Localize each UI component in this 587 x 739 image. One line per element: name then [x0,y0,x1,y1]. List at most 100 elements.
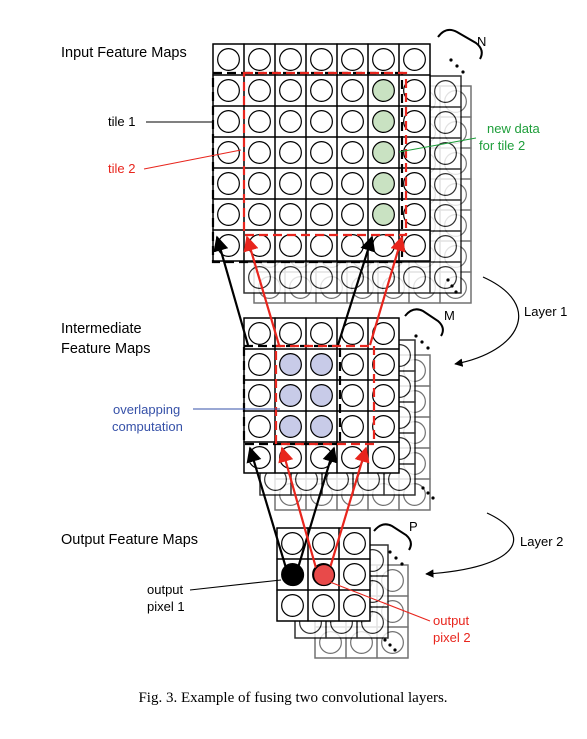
label-output-pixel-1a: output [147,582,184,597]
neuron-circle [403,203,426,226]
neuron-circle [434,235,457,258]
ellipsis-dot [414,334,418,338]
arrow-tile1-left [213,235,250,346]
label-overlap-1: overlapping [113,402,180,417]
neuron-circle [281,594,304,617]
neuron-circle [248,172,271,195]
brace-M [404,308,444,337]
neuron-circle [434,266,457,289]
neuron-circle [341,110,364,133]
label-output-pixel-2a: output [433,613,470,628]
neuron-circle [248,353,271,376]
neuron-circle [279,234,302,257]
neuron-circle [372,234,395,257]
arrow-tile1-right [336,235,376,346]
neuron-circle [279,322,302,345]
intermediate-map-front [243,317,400,474]
arrow-px1-left [246,446,288,569]
neuron-circle [341,48,364,71]
figure-caption: Fig. 3. Example of fusing two convolutio… [138,690,447,706]
neuron-circle [341,353,364,376]
label-new-data-2: for tile 2 [479,138,525,153]
grid-cell [356,606,389,639]
label-tile-2: tile 2 [108,161,135,176]
ellipsis-dot [426,346,430,350]
output-pixel-2 [312,563,336,587]
neuron-circle [434,204,457,227]
grid-cell [338,589,371,622]
ellipsis-dot [400,562,404,566]
ellipsis-dot [393,648,397,652]
neuron-circle [403,234,426,257]
neuron-circle [310,353,333,376]
brace-N [437,28,483,60]
neuron-circle [372,384,395,407]
neuron-circle [372,415,395,438]
output-feature-maps-stack [276,527,409,659]
label-intermediate-1: Intermediate [61,321,142,337]
neuron-circle [279,415,302,438]
neuron-circle [279,79,302,102]
label-input-feature-maps: Input Feature Maps [61,45,187,61]
neuron-circle [403,79,426,102]
neuron-circle [341,384,364,407]
neuron-circle [248,141,271,164]
ellipsis-dot [450,284,454,288]
label-overlap-2: computation [112,419,183,434]
neuron-circle [217,48,240,71]
neuron-circle [310,203,333,226]
neuron-circle [248,415,271,438]
output-pixel-1 [281,563,305,587]
neuron-circle [341,234,364,257]
ellipsis-dot [449,58,453,62]
neuron-circle [248,48,271,71]
neuron-circle [343,594,366,617]
neuron-circle [310,79,333,102]
ellipsis-dot [431,496,435,500]
ellipsis-dot [420,340,424,344]
label-tile-1: tile 1 [108,114,135,129]
ellipsis-dot [383,638,387,642]
grid-cell [429,261,462,294]
dependency-arrows [213,235,406,569]
neuron-circle [403,172,426,195]
neuron-circle [279,110,302,133]
neuron-circle [341,203,364,226]
neuron-circle [279,384,302,407]
neuron-circle [434,111,457,134]
ellipsis-dot [388,643,392,647]
neuron-circle [310,322,333,345]
neuron-circle [248,384,271,407]
label-output-pixel-2b: pixel 2 [433,630,471,645]
neuron-circle [248,322,271,345]
ellipsis-dot [455,64,459,68]
neuron-circle [310,172,333,195]
neuron-circle [372,353,395,376]
tile-1-box [211,71,404,264]
neuron-circle [372,172,395,195]
leader-output-pixel-2 [329,581,431,622]
neuron-circle [434,80,457,103]
neuron-circle [217,110,240,133]
label-layer-2: Layer 2 [520,534,563,549]
neuron-circle [341,172,364,195]
ellipsis-dot [426,491,430,495]
ellipsis-dot [421,486,425,490]
neuron-circle [217,79,240,102]
arrow-px2-left [278,446,318,569]
neuron-circle [281,532,304,555]
brace-P [373,523,412,551]
leader-tile-2 [143,149,242,170]
leader-new-data [398,137,477,153]
neuron-circle [248,110,271,133]
neuron-circle [372,110,395,133]
arrow-tile2-left [243,235,281,346]
neuron-circle [217,172,240,195]
layer-2-curve [425,512,515,578]
neuron-circle [403,266,426,289]
neuron-circle [372,79,395,102]
label-output-pixel-1b: pixel 1 [147,599,185,614]
input-feature-maps-stack [212,43,472,304]
neuron-circle [279,172,302,195]
